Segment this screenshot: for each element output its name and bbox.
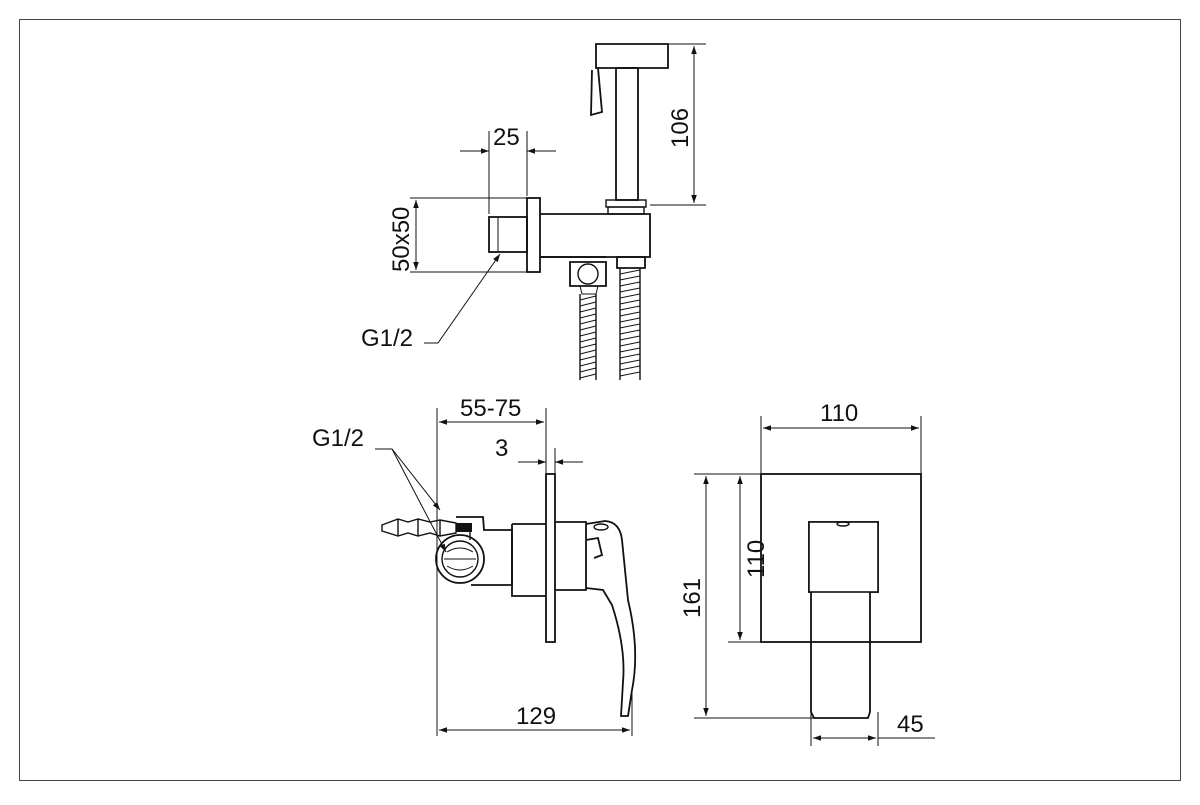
front-view-cover: 110 110 161 45 <box>679 400 935 746</box>
dim-side-depth: 55-75 <box>460 395 521 422</box>
side-view-mixer: 55-75 3 129 G1/2 <box>312 395 637 736</box>
hose-left <box>579 294 597 380</box>
dim-front-total-height: 161 <box>679 578 706 618</box>
label-top-thread: G1/2 <box>361 325 413 352</box>
dim-top-width: 25 <box>493 124 520 151</box>
dim-front-lever-width: 45 <box>897 711 924 738</box>
dim-front-width: 110 <box>820 400 858 427</box>
label-side-thread: G1/2 <box>312 425 364 452</box>
drawing-border <box>19 19 1181 781</box>
dim-side-plate: 3 <box>495 435 508 462</box>
dim-front-plate-height: 110 <box>743 540 770 578</box>
dim-top-height: 106 <box>667 108 694 148</box>
hose-right <box>616 256 646 380</box>
dim-top-square: 50x50 <box>388 207 415 272</box>
dim-side-length: 129 <box>516 703 556 730</box>
top-view-shower-assembly: 25 106 50x50 G1/2 <box>361 43 706 380</box>
